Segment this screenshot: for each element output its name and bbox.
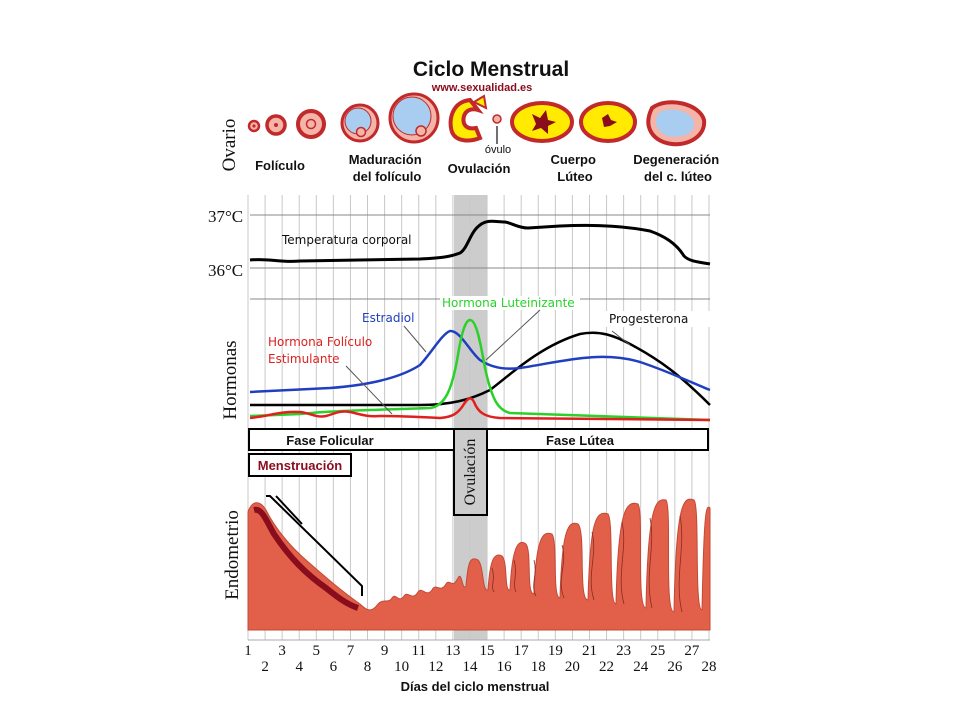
day-label: 28 [702,659,717,675]
day-label: 22 [599,659,614,675]
fsh-label: Hormona Folículo Estimulante [268,335,376,366]
day-label: 25 [650,643,665,659]
day-label: 5 [313,643,321,659]
progesterone-leader-line [611,330,631,346]
day-label: 16 [497,659,513,675]
fsh-leader-line [345,365,393,415]
day-label: 4 [295,659,303,675]
day-label: 13 [445,643,460,659]
day-label: 15 [480,643,495,659]
temp-tick-36: 36°C [208,261,243,280]
progesterone-label: Progesterona [609,312,688,326]
stage-label-maturation: Maduración del folículo [349,152,426,184]
day-label: 6 [330,659,338,675]
progesterone-label-background [604,311,720,327]
corpus-luteum-icon [510,101,637,143]
stage-label-ovulation: Ovulación [448,161,511,176]
ovulation-phase-label: Ovulación [462,439,479,506]
day-label: 3 [278,643,286,659]
day-label: 18 [531,659,546,675]
website-label: www.sexualidad.es [431,82,532,94]
ovum-label: óvulo [485,144,511,156]
hormone-label-background [440,296,580,310]
temp-tick-37: 37°C [208,207,243,226]
day-label: 14 [462,659,478,675]
day-label: 9 [381,643,389,659]
degenerating-corpus-luteum-icon [646,100,707,147]
day-label: 19 [548,643,563,659]
luteal-phase-label: Fase Lútea [546,433,615,448]
luteinizing-hormone-label: Hormona Luteinizante [442,296,575,310]
ovary-section-label: Ovario [219,119,240,172]
ovulation-phase-box [453,428,488,516]
ovary-stage-drawings [247,92,707,147]
day-label: 21 [582,643,597,659]
day-label: 20 [565,659,580,675]
day-label: 2 [261,659,269,675]
day-label: 7 [347,643,355,659]
ovulation-icon [448,94,502,144]
stage-label-degeneration: Degeneración del c. lúteo [633,152,723,184]
endometrial-glands [491,515,683,613]
day-label: 10 [394,659,409,675]
shedding-lining [253,506,360,611]
menstruation-pointer [266,495,363,596]
estradiol-label: Estradiol [362,311,414,325]
day-label: 26 [667,659,683,675]
menstruation-label: Menstruación [258,458,343,473]
temperature-curve [249,219,711,266]
day-label: 27 [684,643,700,659]
estradiol-curve [249,329,711,394]
endometrium-section-label: Endometrio [222,510,243,600]
follicular-phase-label: Fase Folicular [286,433,373,448]
day-label: 24 [633,659,649,675]
endometrium-tissue [247,498,711,631]
days-axis-label: Días del ciclo menstrual [401,679,550,694]
stage-label-corpus-luteum: Cuerpo Lúteo [550,152,599,184]
day-label: 23 [616,643,631,659]
menstruation-box [248,453,352,477]
menstruation-pointer-inner [275,495,303,525]
day-label: 11 [412,643,426,659]
estradiol-leader-line [403,325,427,353]
day-labels: 1234567891011121314151617181920212223242… [244,643,716,675]
page-title: Ciclo Menstrual [413,58,569,81]
lh-leader-line [485,309,541,361]
temperature-curve-label: Temperatura corporal [281,233,412,247]
maturing-follicle-icon [340,92,440,144]
day-label: 12 [428,659,443,675]
follicle-stimulating-hormone-curve [249,397,711,422]
stage-label-follicle: Folículo [255,158,305,173]
luteinizing-hormone-curve [249,318,711,422]
day-label: 17 [514,643,530,659]
follicle-icon [247,109,326,139]
day-label: 8 [364,659,372,675]
day-label: 1 [244,643,252,659]
hormone-section-label: Hormonas [220,340,241,419]
